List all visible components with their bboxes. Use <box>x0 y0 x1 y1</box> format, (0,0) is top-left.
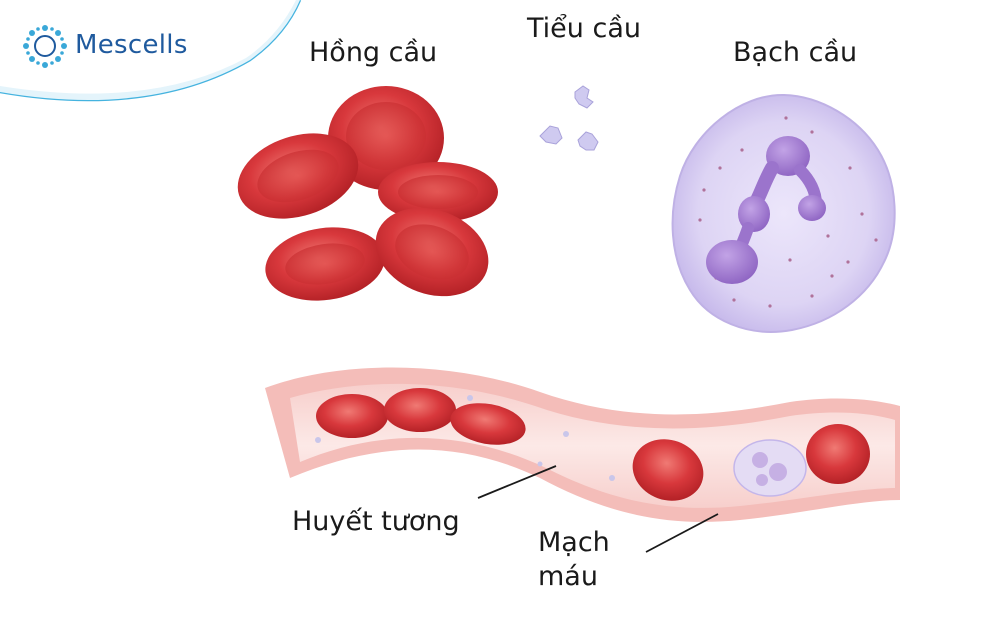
vessel-red-blood-cell <box>450 403 526 445</box>
label-blood-vessel-line2: máu <box>538 560 598 592</box>
white-cell-nucleus <box>706 136 826 284</box>
red-blood-cell <box>375 207 489 297</box>
label-blood-vessel-line1: Mạch <box>538 527 610 558</box>
red-blood-cell <box>237 133 359 219</box>
platelet <box>539 125 563 145</box>
vessel-red-blood-cell <box>384 388 456 432</box>
plasma-leader-line <box>477 465 557 499</box>
red-blood-cell <box>265 227 385 301</box>
vessel-red-blood-cell <box>632 439 704 501</box>
vessel-red-blood-cell <box>316 394 388 438</box>
label-red-blood-cells: Hồng cầu <box>309 37 438 68</box>
vessel-red-blood-cell <box>806 424 870 484</box>
red-blood-cell <box>378 162 498 222</box>
label-white-blood-cell: Bạch cầu <box>733 37 858 68</box>
mescells-logo-icon <box>23 25 67 68</box>
label-blood-vessel: Mạch máu <box>538 526 610 594</box>
blood-vessel <box>265 367 900 522</box>
platelet-group <box>539 85 599 151</box>
vessel-platelets <box>315 395 615 481</box>
vessel-white-blood-cell <box>733 439 807 497</box>
label-platelets: Tiểu cầu <box>527 13 641 44</box>
platelet <box>577 131 599 151</box>
red-blood-cell-group <box>237 86 498 301</box>
brand-name: Mescells <box>75 30 188 60</box>
vessel-leader-line <box>645 513 719 553</box>
platelet <box>574 85 594 109</box>
white-blood-cell <box>671 93 896 333</box>
label-plasma: Huyết tương <box>292 506 460 537</box>
